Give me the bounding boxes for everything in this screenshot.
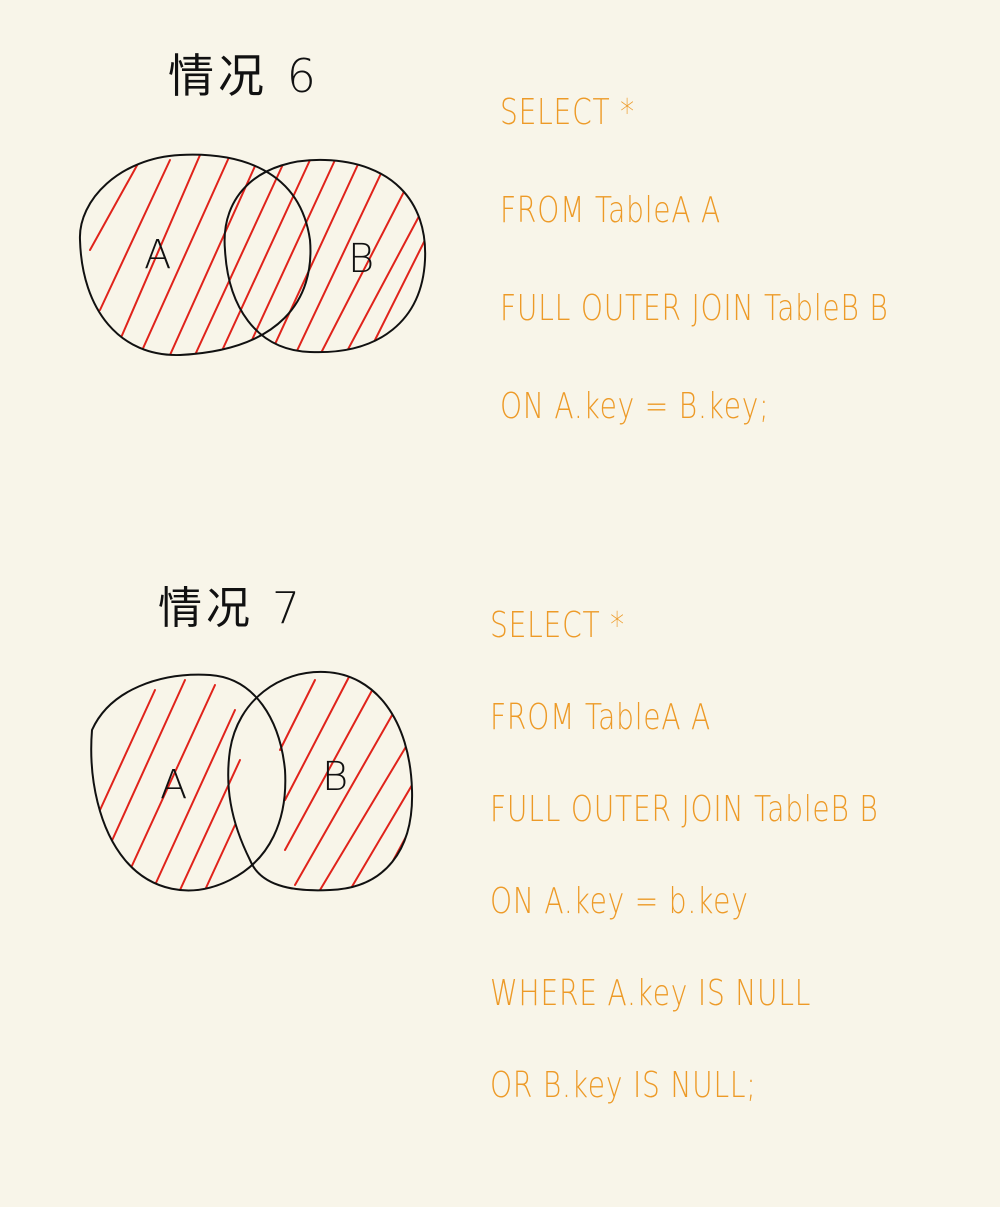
venn-diagram-full-outer-join-excluding-intersection: A B [90,670,414,892]
venn-diagram-full-outer-join: A B [78,153,427,357]
hatch-fill-a-only [99,679,241,891]
sql-line: ON A.key = B.key; [500,386,770,427]
set-b-label: B [322,754,348,800]
sql-line: FROM TableA A [490,697,712,738]
sql-line: FULL OUTER JOIN TableB B [500,288,889,329]
set-a-label: A [144,232,171,278]
set-a-circle [90,673,287,892]
set-b-circle [223,158,427,354]
set-a-circle [78,153,312,357]
set-b-label: B [348,236,374,282]
sql-line: SELECT * [500,92,635,133]
case-6-title: 情况 6 [168,49,320,103]
sql-line: SELECT * [490,605,625,646]
sql-line: OR B.key IS NULL; [490,1065,757,1106]
sql-line: ON A.key = b.key [490,881,749,922]
set-a-label: A [160,762,187,808]
sql-line: WHERE A.key IS NULL [490,973,812,1014]
sql-query-case-7: SELECT * FROM TableA A FULL OUTER JOIN T… [490,580,879,1132]
set-b-circle [227,670,414,892]
sql-query-case-6: SELECT * FROM TableA A FULL OUTER JOIN T… [500,64,889,456]
hatch-fill-a-and-b [89,154,426,356]
case-7-title: 情况 7 [158,583,304,634]
sql-line: FULL OUTER JOIN TableB B [490,789,879,830]
sql-line: FROM TableA A [500,190,722,231]
